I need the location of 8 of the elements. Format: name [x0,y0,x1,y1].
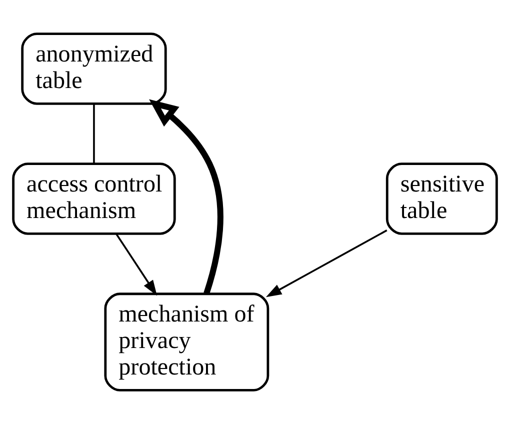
arrow [115,232,158,296]
node-box: anonymized table [21,32,167,104]
node-box: access control mechanism [12,162,176,234]
connector [93,103,95,164]
node-box: mechanism of privacy protection [104,292,270,391]
arrow [266,229,388,297]
arrow [149,98,224,294]
node-box: sensitive table [386,162,498,234]
